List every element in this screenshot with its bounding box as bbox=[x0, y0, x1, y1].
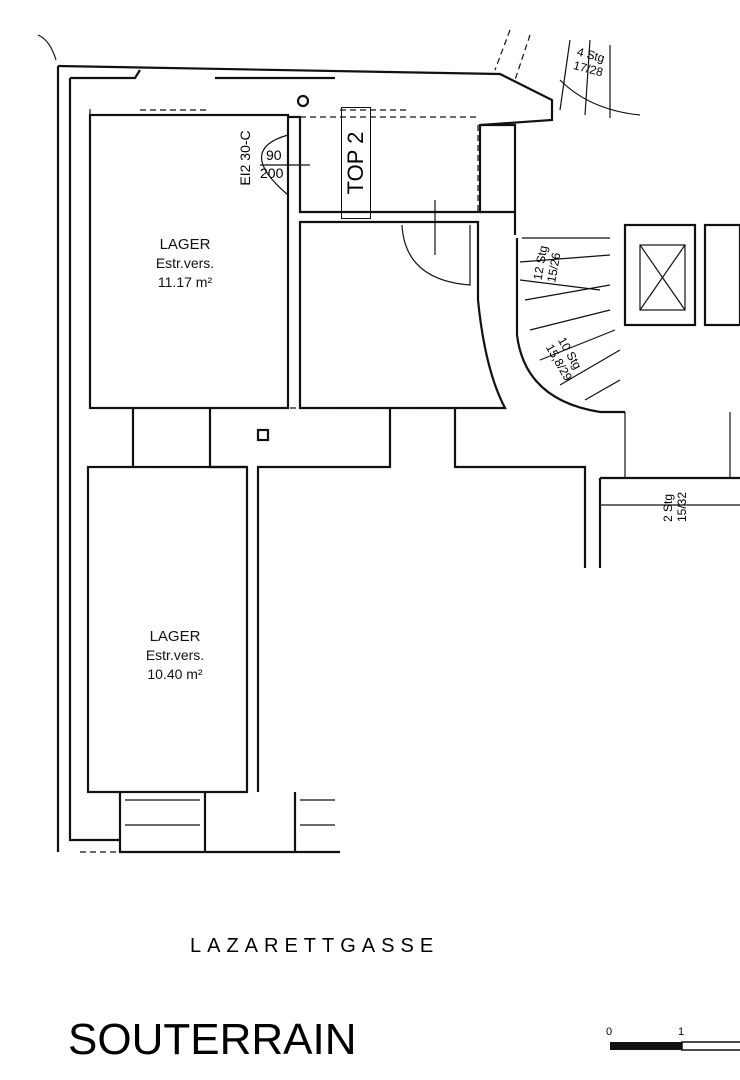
room-area: 10.40 m² bbox=[147, 666, 203, 682]
stairs bbox=[515, 39, 740, 506]
scale-label-1: 1 bbox=[678, 1026, 685, 1038]
room-name: LAGER bbox=[149, 628, 201, 645]
door-width: 90 bbox=[266, 147, 282, 163]
door-rating: EI2 30-C bbox=[237, 130, 253, 186]
room-name: LAGER bbox=[159, 236, 211, 253]
room-lager-2: LAGER Estr.vers. 10.40 m² bbox=[100, 627, 250, 684]
door-swings bbox=[256, 94, 471, 442]
stair-steps: 2 Stg bbox=[661, 493, 676, 523]
door-height: 200 bbox=[260, 165, 284, 181]
room-lager-1: LAGER Estr.vers. 11.17 m² bbox=[110, 235, 260, 292]
floor-title: SOUTERRAIN bbox=[68, 1015, 357, 1064]
scale-label-0: 0 bbox=[606, 1026, 613, 1038]
room-area: 11.17 m² bbox=[157, 274, 213, 290]
scale-bar[interactable] bbox=[610, 1041, 740, 1051]
room-type: Estr.vers. bbox=[145, 647, 205, 663]
walls bbox=[37, 34, 740, 854]
street-name: LAZARETTGASSE bbox=[190, 935, 440, 957]
room-type: Estr.vers. bbox=[155, 255, 215, 271]
unit-label: TOP 2 bbox=[341, 107, 371, 219]
dashed-openings bbox=[80, 29, 531, 853]
stair-ratio: 15/32 bbox=[675, 491, 690, 523]
